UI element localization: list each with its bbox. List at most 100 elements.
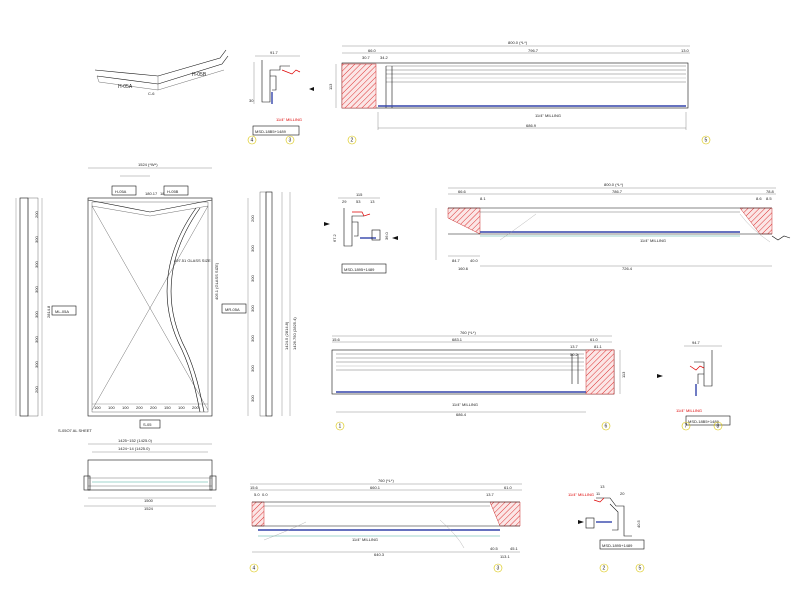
lower-long-mid: 683.1	[452, 337, 463, 342]
elbow-left-tag: H-05A	[118, 84, 133, 90]
callout-label: 3	[289, 138, 292, 144]
section-a-tag: MSD-18B5+1489	[255, 129, 287, 134]
sec-d-a: 11	[596, 491, 601, 496]
section-a: 91.7 30 11/4" MILLING MSD-18B5+1489	[249, 50, 314, 136]
sec-a-side: 30	[249, 98, 254, 103]
bottom-long-r2: 45.1	[510, 546, 519, 551]
top-long-bot: 686.9	[526, 123, 537, 128]
top-long-side: 113	[328, 83, 333, 90]
mid-long-b: 8.1	[480, 196, 486, 201]
callout-label: 4	[253, 566, 256, 572]
ml-tag-box	[51, 305, 77, 316]
lower-long-bot: 686.4	[456, 412, 467, 417]
section-d-tag: MSD-1895+1489	[602, 543, 633, 548]
side-tick: 200	[34, 211, 39, 218]
callout-bubble: 2	[347, 135, 357, 145]
bottom-tick: 100	[122, 405, 129, 410]
side-tick: 300	[250, 365, 255, 372]
side-tick: 300	[34, 236, 39, 243]
front-h05b: H-05B	[167, 189, 179, 194]
callout-label: 4	[251, 138, 254, 144]
mid-long-l3: 160.6	[458, 266, 469, 271]
section-c: 94.7 11/4" MILLING MSD-18B5+1489	[657, 340, 731, 426]
lower-long-e: 50.2	[570, 352, 579, 357]
section-b-tag: MSD-1895+1489	[344, 267, 375, 272]
sec-a-dim: 91.7	[270, 50, 279, 55]
top-long-section: 800.0 (*L*) 796.7 66.0 30.7 34.2 13.0 68…	[328, 40, 690, 130]
bottom-tick: 200	[150, 405, 157, 410]
right-dim-b: 1426.750 (2825.4)	[292, 317, 297, 350]
section-d-tag-box	[599, 539, 645, 550]
elbow-detail: H-05A H-05B C-6	[94, 49, 229, 96]
top-long-mid: 796.7	[528, 48, 539, 53]
sec-b-b: 53	[356, 199, 361, 204]
bottom-long-milling: 11/4" MILLING	[352, 537, 378, 542]
right-elevation: 200 300 300 300 300 300 300 1424.5 (2814…	[214, 191, 297, 417]
plan-view: 1425~152 (1425.0) 1424~14 (1425.0) 1500 …	[83, 438, 217, 511]
section-c-tag: MSD-18B5+1489	[688, 419, 720, 424]
sec-d-d: 40.5	[636, 519, 641, 528]
top-long-b: 30.7	[362, 55, 371, 60]
top-long-end: 13.0	[681, 48, 690, 53]
front-h05a: H-05A	[115, 189, 127, 194]
bottom-long-r3: 113.1	[500, 554, 510, 559]
side-tick: 300	[250, 395, 255, 402]
top-long-milling: 11/4" MILLING	[535, 113, 561, 118]
callout-label: 3	[497, 566, 500, 572]
lower-long-side: 113	[621, 371, 626, 378]
elbow-right-tag: H-05B	[192, 72, 207, 78]
sec-b-e: 36.0	[384, 231, 389, 240]
lower-long-c: 13.7	[570, 344, 579, 349]
bottom-long-mid: 660.1	[370, 485, 381, 490]
side-tick: 300	[250, 335, 255, 342]
front-h05a-box	[111, 185, 137, 196]
callout-bubble: 7	[681, 421, 691, 431]
side-tick: 300	[250, 245, 255, 252]
sec-b-d: 67.2	[332, 233, 337, 242]
s-note: S-05O7 AL SHEET	[58, 428, 92, 433]
callout-label: 2	[603, 566, 606, 572]
sec-d-milling: 11/4" MILLING	[568, 492, 594, 497]
bottom-long-r1: 40.5	[490, 546, 499, 551]
side-tick: 300	[250, 305, 255, 312]
bottom-long-section: 760 (*L*) 660.1 15.6 61.0 13.7 5.0 0.0 1…	[250, 478, 522, 559]
mr-tag-box	[221, 303, 247, 314]
lower-long-d: 81.1	[594, 344, 603, 349]
side-tick: 300	[250, 275, 255, 282]
side-tick: 300	[34, 336, 39, 343]
right-side-ticks: 200 300 300 300 300 300 300	[250, 215, 255, 402]
bottom-tag-box	[139, 419, 161, 429]
callout-bubble: 2	[599, 563, 609, 573]
front-a: 180.17	[145, 191, 158, 196]
mid-long-end: 78.8	[766, 189, 775, 194]
mid-long-bot: 726.4	[622, 266, 633, 271]
top-long-a: 66.0	[368, 48, 377, 53]
section-b: 115 29 53 13 67.2 36.0 MSD-1895+1489	[324, 192, 398, 274]
lower-long-milling: 11/4" MILLING	[452, 402, 478, 407]
callout-bubble: 5	[701, 135, 711, 145]
bottom-long-bot: 640.3	[374, 552, 385, 557]
plan-a: 1425~152 (1425.0)	[118, 438, 153, 443]
bottom-long-c: 13.7	[486, 492, 495, 497]
side-tick: 200	[34, 386, 39, 393]
bottom-tick: 200	[136, 405, 143, 410]
bottom-tick: 100	[94, 405, 101, 410]
lower-long-b: 61.0	[590, 337, 599, 342]
mid-long-mid: 786.7	[612, 189, 623, 194]
top-long-total: 800.0 (*L*)	[508, 40, 528, 45]
callout-bubble: 4	[247, 135, 257, 145]
plan-b: 1424~14 (1425.0)	[118, 446, 150, 451]
bottom-long-b: 61.0	[504, 485, 513, 490]
bottom-tick: 100	[108, 405, 115, 410]
mid-long-section: 800.0 (*L*) 786.7 66.6 78.8 8.1 8.6 8.5 …	[435, 182, 791, 271]
right-dim-c: 405.1 (GLASS SIZE)	[214, 262, 219, 300]
callout-label: 1	[339, 424, 342, 430]
sec-c-milling: 11/4" MILLING	[676, 408, 702, 413]
callout-bubble: 3	[493, 563, 503, 573]
callout-label: 6	[605, 424, 608, 430]
bottom-tick: 200	[192, 405, 199, 410]
callout-bubble: 8	[713, 421, 723, 431]
section-d: 11/4" MILLING 13 11 20 40.5 MSD-1895+148…	[568, 484, 645, 550]
lower-long-a: 15.6	[332, 337, 341, 342]
